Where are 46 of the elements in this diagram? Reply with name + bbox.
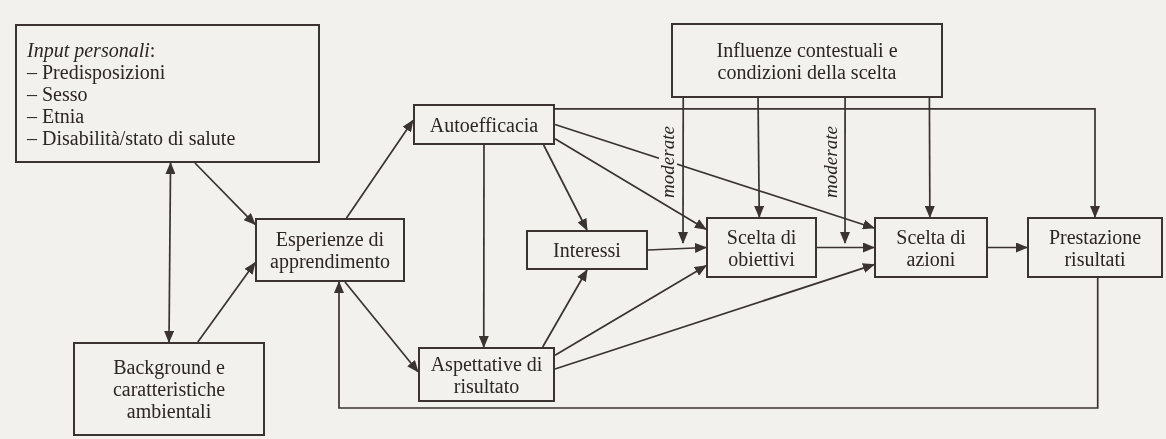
arrow (987, 242, 1028, 253)
arrow (554, 264, 707, 357)
arrow (840, 97, 850, 244)
arrow (816, 242, 875, 253)
arrow (678, 97, 688, 244)
arrow (754, 97, 765, 218)
arrow (196, 261, 256, 343)
box-text: Autoefficacia (429, 113, 539, 136)
process-box (1027, 217, 1163, 278)
box-text: Scelta di azioni (895, 225, 967, 270)
process-box (255, 218, 405, 282)
box-text: Esperienze di apprendimento (269, 228, 391, 272)
box-text: – Sesso (27, 82, 88, 105)
box-text: Aspettative di risultato (429, 352, 544, 397)
arrow (554, 263, 875, 370)
box-text: Prestazione risultati (1047, 225, 1143, 270)
arrow (541, 269, 588, 348)
arrow (554, 138, 707, 231)
edge-label: moderate (822, 124, 840, 200)
arrow (554, 108, 1100, 218)
arrow (647, 243, 707, 253)
process-box (15, 24, 320, 163)
process-box (413, 104, 555, 145)
process-box (526, 230, 648, 270)
edge-label: moderate (659, 124, 677, 200)
box-text: – Etnia (27, 104, 85, 127)
box-text: Influenze contestuali e condizioni della scelta (715, 38, 899, 83)
process-box (73, 342, 265, 436)
arrow (334, 277, 1099, 409)
process-box (418, 347, 555, 402)
box-text: Interessi (553, 239, 621, 261)
arrow (345, 119, 414, 219)
arrow (542, 144, 588, 231)
arrow (344, 281, 419, 373)
process-box (671, 23, 943, 98)
box-text: – Disabilità/stato di salute (27, 126, 236, 149)
arrow (194, 162, 256, 226)
process-box (706, 217, 817, 278)
box-text: Scelta di obiettivi (725, 225, 798, 270)
arrow (924, 97, 935, 218)
arrow (478, 144, 489, 348)
process-box (874, 217, 988, 278)
arrow (164, 162, 176, 343)
box-text: Background e caratteristiche ambientali (111, 356, 227, 422)
box-text: Input personali: (27, 38, 156, 61)
arrow (554, 123, 875, 230)
